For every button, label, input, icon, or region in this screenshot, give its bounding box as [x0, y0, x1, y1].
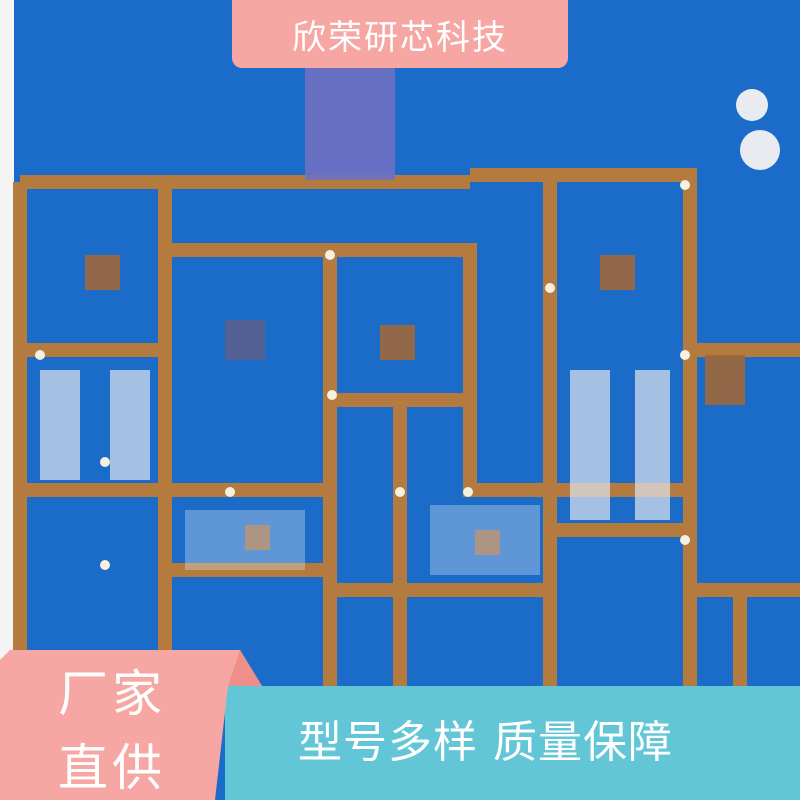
slogan-bar	[225, 686, 800, 800]
brand-title: 欣荣研芯科技	[292, 17, 508, 58]
badge-line2: 直供	[58, 739, 166, 797]
badge-line1: 厂家	[58, 665, 166, 723]
brand-banner: 欣荣研芯科技	[232, 0, 568, 68]
slogan-text: 型号多样 质量保障	[298, 717, 673, 768]
